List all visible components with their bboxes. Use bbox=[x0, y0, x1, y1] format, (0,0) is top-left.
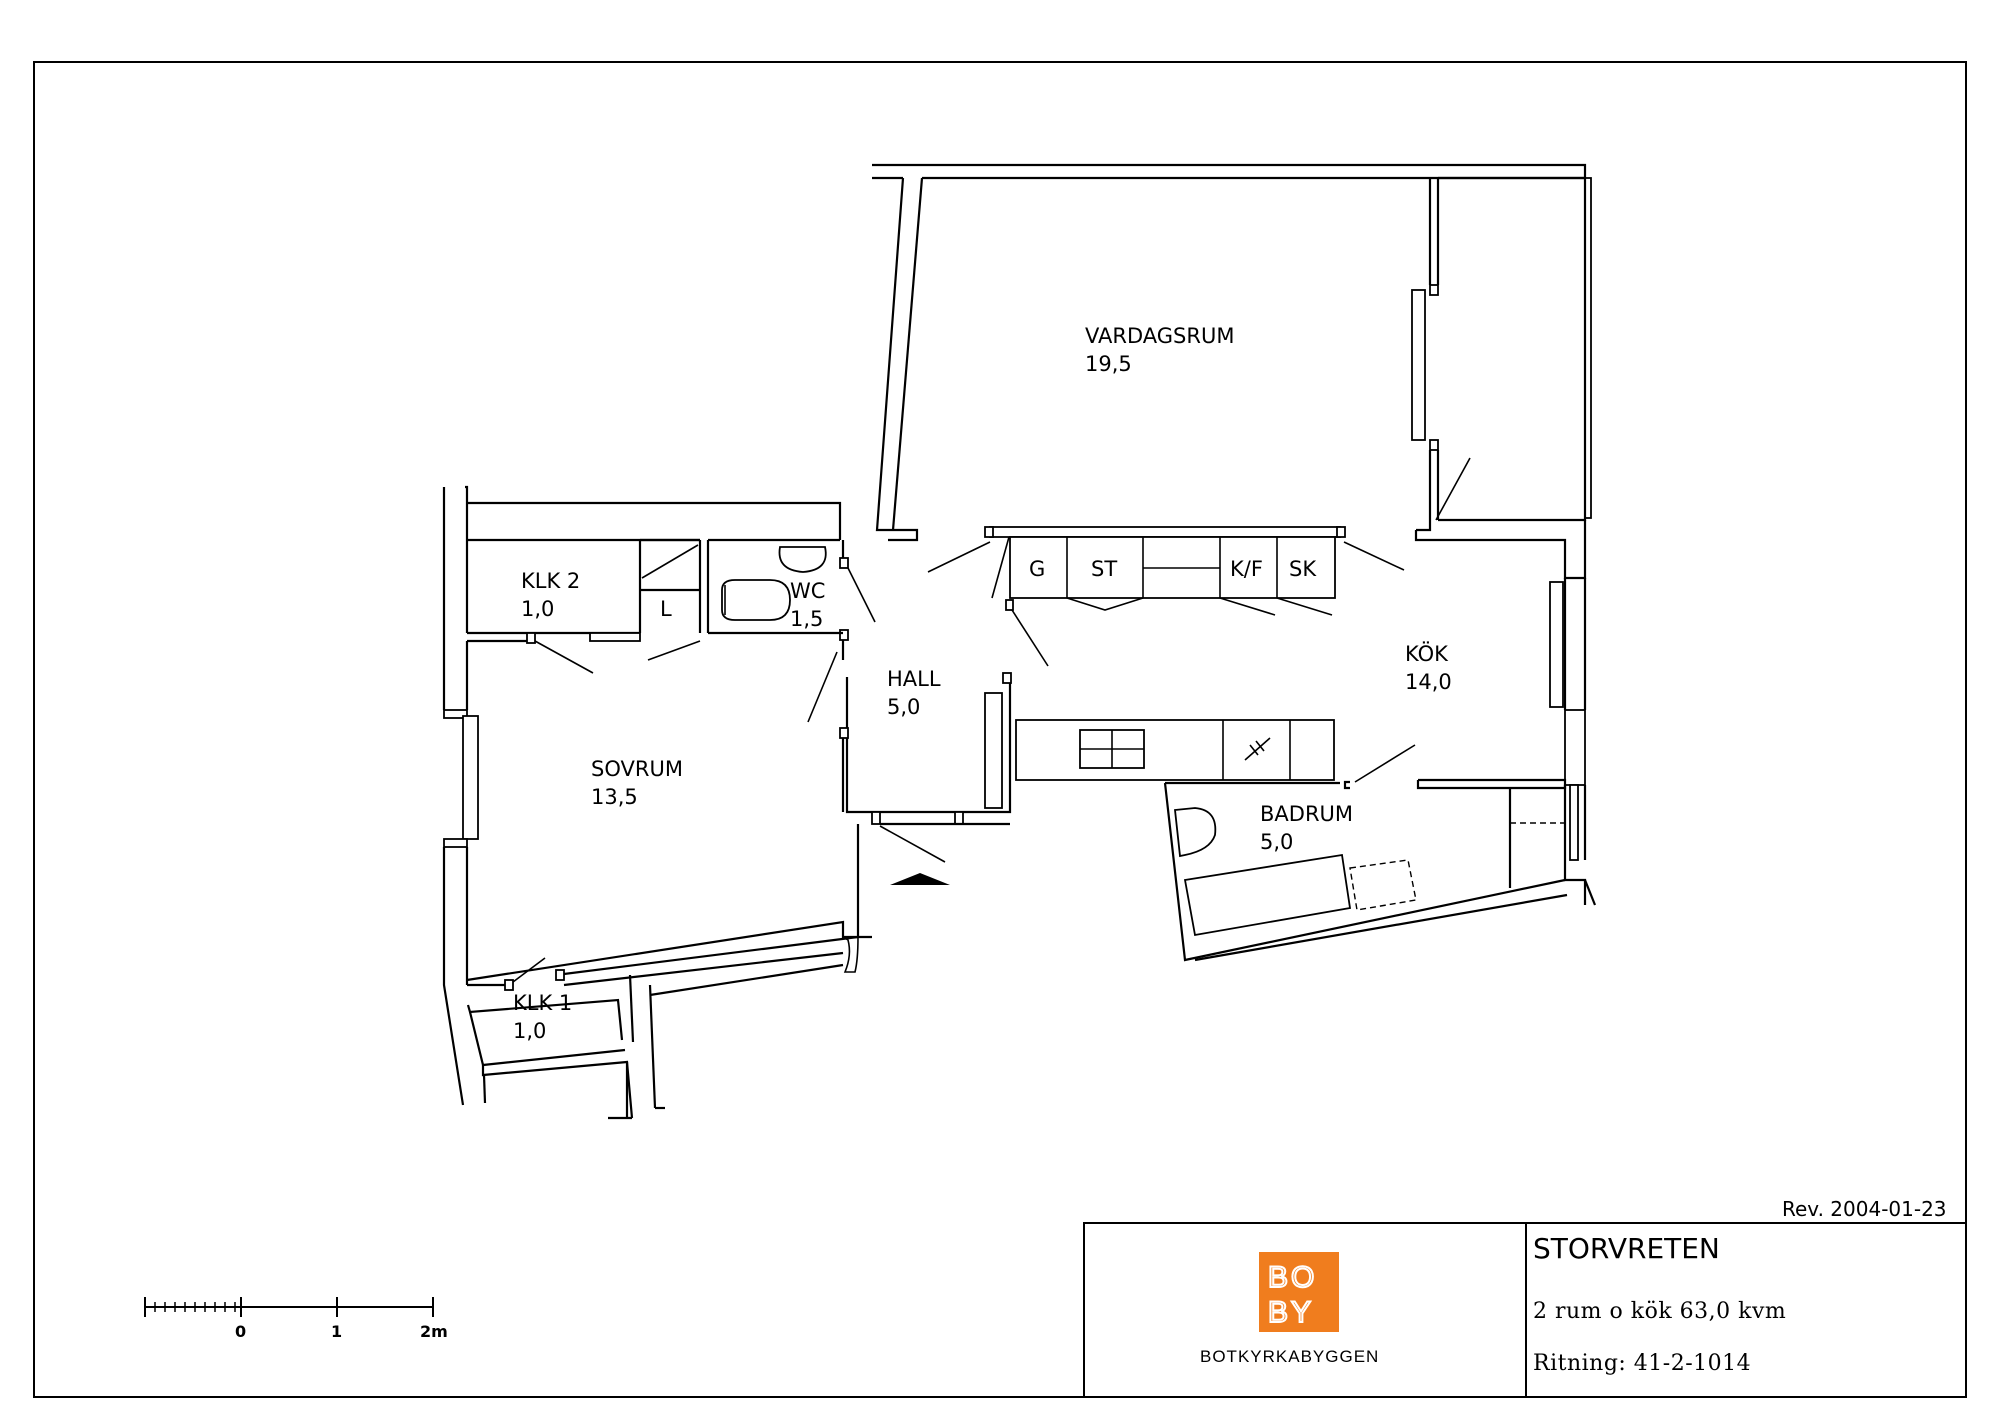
wall-segment bbox=[1564, 709, 1586, 786]
wc-toilet-icon bbox=[721, 579, 791, 621]
walls-vardagsrum bbox=[872, 163, 1592, 580]
kitchen-window bbox=[1549, 581, 1564, 708]
wc-area: 1,5 bbox=[790, 607, 823, 631]
wall-post bbox=[871, 811, 881, 825]
wall-post bbox=[839, 629, 849, 641]
klk1-name: KLK 1 bbox=[513, 991, 572, 1015]
project-name: STORVRETEN bbox=[1533, 1232, 1720, 1265]
wall-post bbox=[839, 557, 849, 569]
door-swing bbox=[1011, 609, 1049, 667]
badrum-name: BADRUM bbox=[1260, 802, 1353, 826]
wall-post bbox=[555, 969, 565, 981]
wall-post bbox=[839, 727, 849, 739]
hall-area: 5,0 bbox=[887, 695, 920, 719]
klk2-name: KLK 2 bbox=[521, 569, 580, 593]
sovrum-area: 13,5 bbox=[591, 785, 638, 809]
door-swing bbox=[991, 536, 1010, 599]
fixture-g-label: G bbox=[1029, 557, 1045, 581]
walls-badrum bbox=[1163, 781, 1568, 962]
badrum-window bbox=[1569, 784, 1579, 861]
entrance-door-swing bbox=[879, 825, 946, 863]
wc-sink-icon bbox=[778, 546, 827, 573]
wall-post bbox=[504, 979, 514, 991]
floor-plan: G ST K/F SK bbox=[442, 163, 1597, 1120]
drawing-number: Ritning: 41-2-1014 bbox=[1533, 1351, 1751, 1376]
klk1-door-swing bbox=[512, 957, 546, 983]
wall-post bbox=[954, 811, 964, 825]
klk1-area: 1,0 bbox=[513, 1019, 546, 1043]
bath-sink-icon bbox=[1174, 807, 1217, 858]
walls-sovrum bbox=[442, 487, 859, 1120]
fixture-sk-label: SK bbox=[1289, 557, 1317, 581]
living-room-window bbox=[1411, 289, 1426, 441]
lower-cabinets bbox=[1015, 719, 1335, 781]
title-block: Rev. 2004-01-23 BO BY BOTKYRKABYGGEN STO… bbox=[1083, 1197, 1967, 1398]
wall-post bbox=[1429, 284, 1439, 296]
washing-machine-outline bbox=[1349, 859, 1417, 911]
wall-post bbox=[526, 632, 536, 644]
wall-post bbox=[1336, 526, 1346, 538]
walls-hall bbox=[807, 540, 1010, 939]
walls-wc: L bbox=[465, 485, 843, 674]
badrum-area: 5,0 bbox=[1260, 830, 1293, 854]
balcony-door-swing bbox=[1435, 457, 1471, 521]
logo-letters-top: BO bbox=[1268, 1261, 1317, 1294]
revision-date: Rev. 2004-01-23 bbox=[1782, 1197, 1947, 1221]
fixture-kf-label: K/F bbox=[1230, 557, 1263, 581]
wc-name: WC bbox=[790, 579, 825, 603]
scale-label-2m: 2m bbox=[420, 1322, 448, 1341]
vardagsrum-area: 19,5 bbox=[1085, 352, 1132, 376]
wc-door-swing bbox=[847, 567, 876, 623]
linen-closet-door bbox=[641, 544, 699, 579]
bedroom-window bbox=[462, 715, 479, 840]
fixture-l-label: L bbox=[660, 597, 672, 621]
wall-post bbox=[984, 526, 994, 538]
vardagsrum-name: VARDAGSRUM bbox=[1085, 324, 1234, 348]
scale-label-1: 1 bbox=[331, 1322, 342, 1341]
kok-area: 14,0 bbox=[1405, 670, 1452, 694]
logo-letters-bottom: BY bbox=[1268, 1296, 1314, 1329]
sovrum-name: SOVRUM bbox=[591, 757, 683, 781]
kitchen-door-swing bbox=[1354, 744, 1416, 783]
entrance-arrow-icon bbox=[890, 873, 950, 885]
botkyrkabyggen-logo: BO BY BOTKYRKABYGGEN bbox=[1200, 1252, 1379, 1366]
door-swing bbox=[927, 541, 991, 573]
walls-kok bbox=[1343, 578, 1597, 906]
upper-shelf bbox=[989, 526, 1341, 538]
kitchen-upper-counter: G ST K/F SK bbox=[927, 526, 1405, 667]
wall-post bbox=[1005, 599, 1014, 611]
company-name: BOTKYRKABYGGEN bbox=[1200, 1347, 1379, 1366]
logo-square bbox=[1259, 1252, 1339, 1332]
wall-post bbox=[589, 632, 641, 642]
apartment-description: 2 rum o kök 63,0 kvm bbox=[1533, 1299, 1786, 1324]
kok-name: KÖK bbox=[1405, 641, 1449, 666]
hall-name: HALL bbox=[887, 667, 941, 691]
kitchen-lower-counter bbox=[845, 672, 1335, 814]
fixture-st-label: ST bbox=[1091, 557, 1117, 581]
sovrum-door-swing bbox=[807, 651, 838, 723]
bathtub bbox=[1183, 853, 1352, 937]
door-swing bbox=[1343, 541, 1405, 571]
scale-label-0: 0 bbox=[235, 1322, 246, 1341]
wall-post bbox=[443, 838, 468, 848]
wall-post bbox=[1002, 672, 1012, 684]
room-labels: VARDAGSRUM 19,5 KÖK 14,0 SOVRUM 13,5 HAL… bbox=[513, 324, 1452, 1043]
scale-bar: 0 1 2m bbox=[144, 1297, 448, 1341]
hall-wardrobe bbox=[984, 692, 1003, 809]
drawing-frame bbox=[33, 61, 1967, 1398]
wall-post bbox=[443, 709, 468, 719]
klk2-area: 1,0 bbox=[521, 597, 554, 621]
klk2-door-swing bbox=[647, 640, 701, 661]
klk2-door-swing bbox=[534, 640, 594, 674]
wall-post bbox=[1429, 439, 1439, 451]
